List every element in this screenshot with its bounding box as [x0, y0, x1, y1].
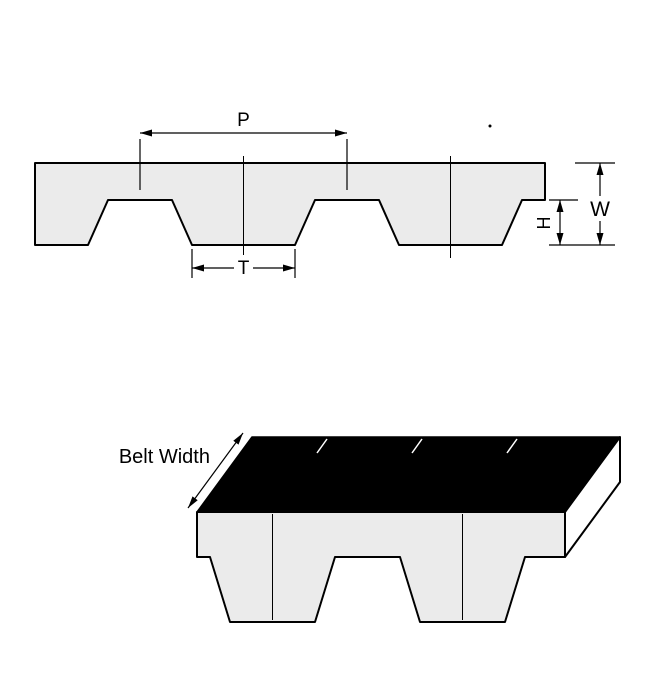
top-surface-seams	[316, 438, 518, 454]
dimension-arrowheads	[140, 129, 604, 272]
arrowhead-up	[556, 200, 564, 212]
arrowhead-up	[596, 163, 604, 175]
iso-tooth-centerlines	[272, 514, 463, 620]
thickness-label-bg	[589, 196, 611, 221]
seam-line	[411, 438, 423, 454]
arrowhead-right	[335, 129, 347, 137]
arrowhead-down	[556, 233, 564, 245]
iso-front-face	[196, 511, 566, 623]
tooth-height-label: H	[534, 217, 554, 230]
stray-dot	[488, 124, 492, 128]
belt-cross-section: P T H W	[34, 110, 615, 279]
seam-line	[506, 438, 518, 454]
arrowhead-left	[140, 129, 152, 137]
tooth-centerlines	[243, 156, 451, 258]
arrowhead-lower	[188, 496, 198, 508]
seam-line	[316, 438, 328, 454]
tooth-width-label: T	[238, 258, 250, 279]
belt-profile	[34, 162, 546, 246]
belt-width-label: Belt Width	[119, 446, 210, 468]
belt-width-arrowheads	[188, 433, 243, 508]
thickness-label: W	[590, 198, 610, 221]
arrowhead-right	[283, 264, 295, 272]
iso-top-surface	[196, 436, 621, 513]
tooth-width-label-bg	[234, 255, 253, 277]
belt-width-dimension-line	[187, 432, 244, 509]
arrowhead-left	[192, 264, 204, 272]
arrowhead-down	[596, 233, 604, 245]
pitch-label: P	[237, 110, 250, 131]
arrowhead-upper	[233, 433, 243, 445]
belt-isometric-view: Belt Width	[119, 432, 621, 623]
